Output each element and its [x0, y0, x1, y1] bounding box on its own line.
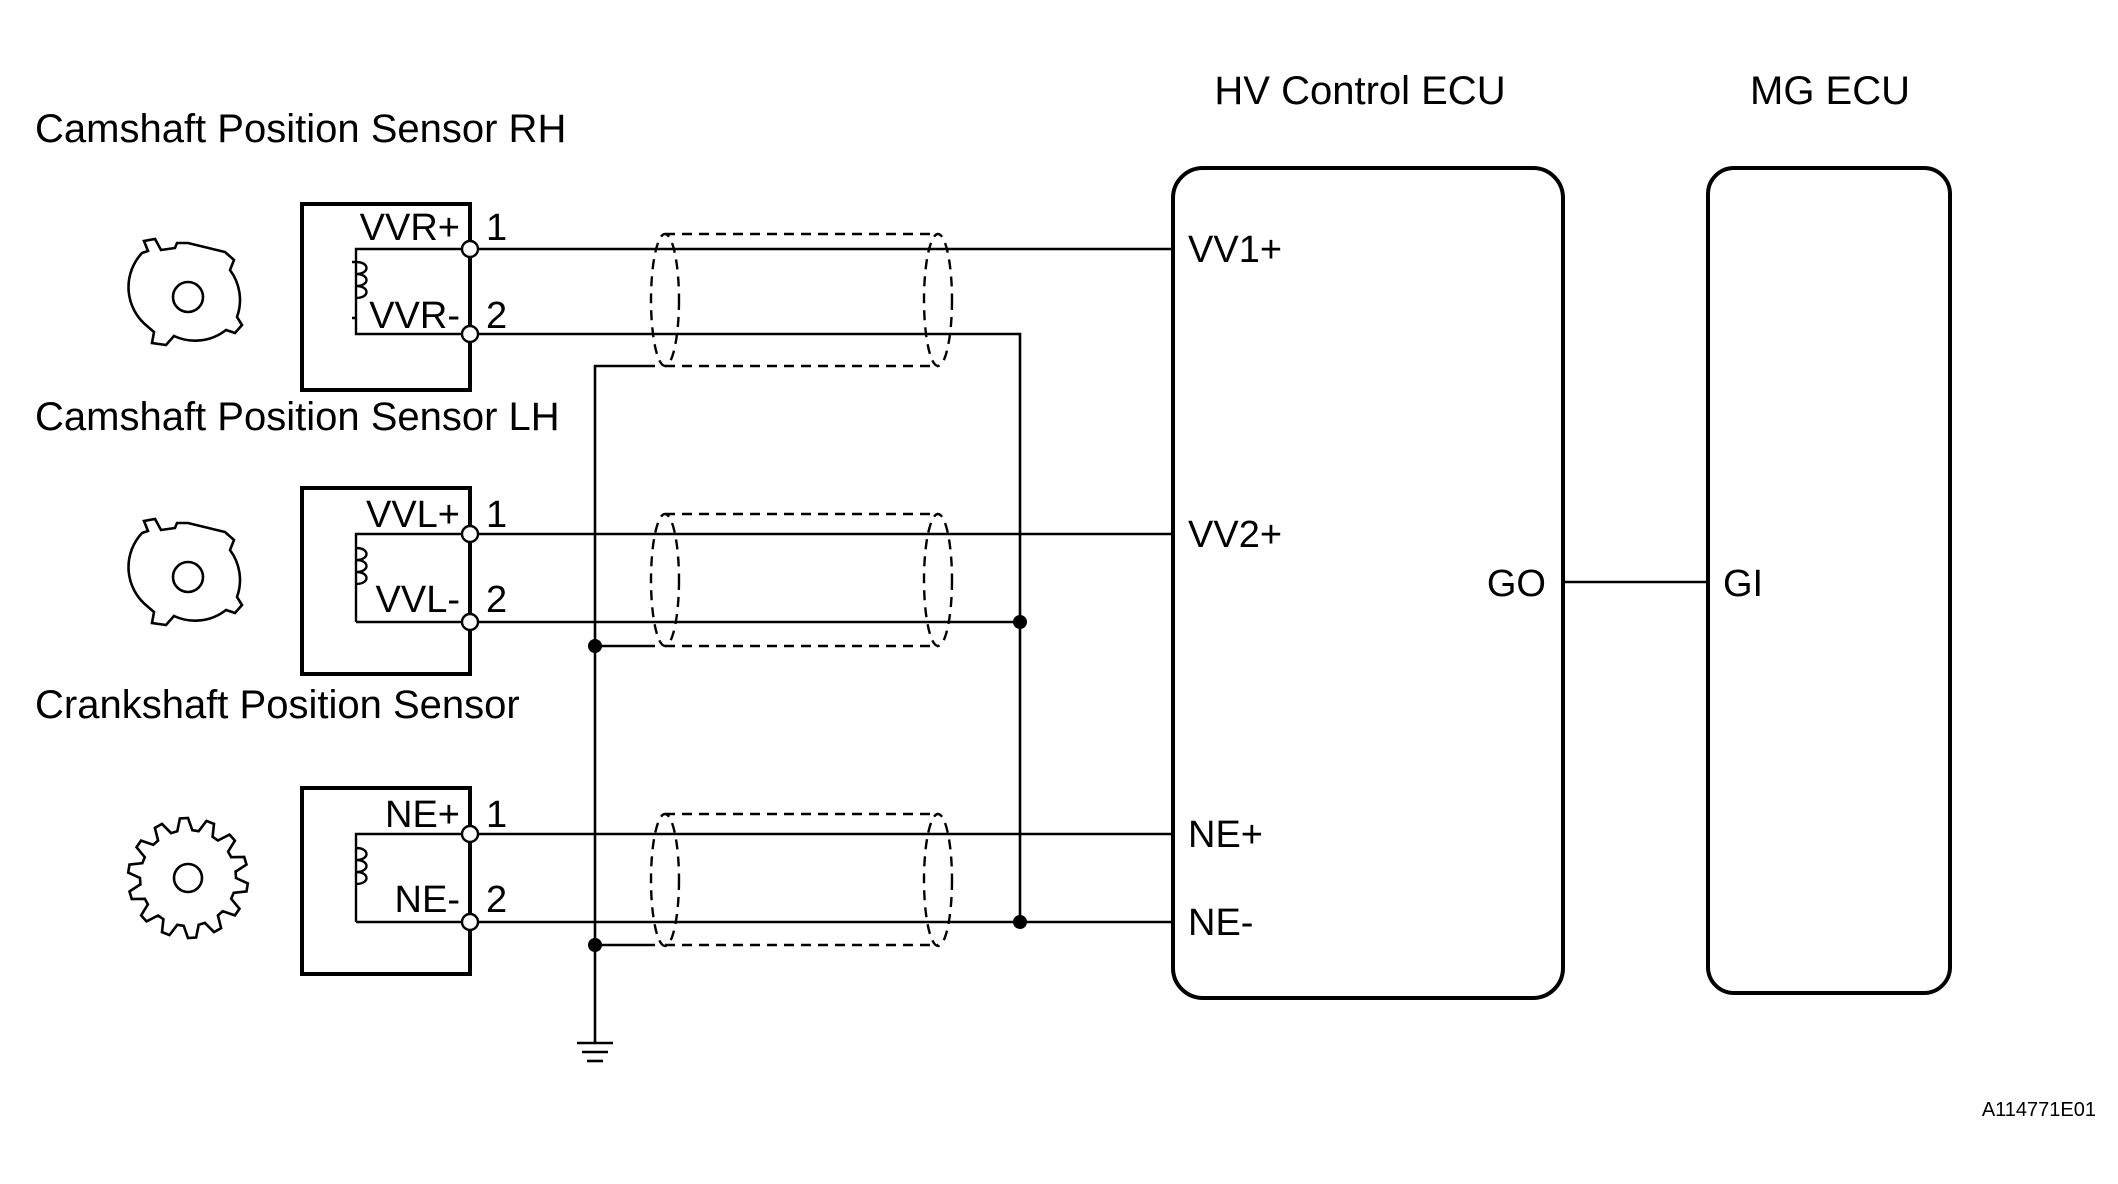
crank-pin2: 2	[486, 879, 507, 921]
cam-lh-sensor-box	[300, 486, 472, 676]
cam-lh-pin2: 2	[486, 579, 507, 621]
cam-rh-title: Camshaft Position Sensor RH	[35, 107, 566, 151]
ground-icon	[577, 1041, 613, 1063]
cam-lh-pin1: 1	[486, 494, 507, 536]
camshaft-rotor-icon	[127, 517, 244, 627]
crankshaft-gear-icon	[126, 816, 250, 940]
terminal-circle	[460, 524, 480, 544]
shield-drain-wire	[593, 364, 655, 1043]
hv-pin-vv1-plus: VV1+	[1188, 229, 1282, 271]
terminal-circle	[460, 324, 480, 344]
coil-return-lead	[354, 318, 470, 336]
terminal-circle	[460, 612, 480, 632]
crank-pos-label: NE+	[385, 794, 460, 836]
terminal-circle	[460, 912, 480, 932]
terminal-circle	[460, 239, 480, 259]
mg-ecu-box	[1706, 166, 1952, 995]
pickup-coil-icon	[354, 532, 470, 624]
crank-shield	[649, 812, 954, 948]
crank-pin1: 1	[486, 794, 507, 836]
crank-title: Crankshaft Position Sensor	[35, 683, 520, 727]
cam-rh-pin1: 1	[486, 207, 507, 249]
junction-dot	[1013, 615, 1027, 629]
camshaft-rotor-icon	[127, 237, 244, 347]
pickup-coil-icon	[352, 247, 470, 320]
junction-dot	[1013, 915, 1027, 929]
cam-lh-shield	[649, 512, 954, 648]
cam-rh-sensor-box	[300, 202, 472, 392]
cam-lh-pos-label: VVL+	[366, 494, 460, 536]
pickup-coil-icon	[354, 832, 470, 924]
hv-pin-ne-minus: NE-	[1188, 902, 1253, 944]
hv-pin-ne-plus: NE+	[1188, 814, 1263, 856]
hv-pin-vv2-plus: VV2+	[1188, 514, 1282, 556]
mg-pin-gi: GI	[1723, 563, 1763, 605]
junction-dot	[588, 938, 602, 952]
terminal-circle	[460, 824, 480, 844]
crank-sensor-box	[300, 786, 472, 976]
diagram-code: A114771E01	[1982, 1099, 2096, 1121]
junction-dot	[588, 639, 602, 653]
cam-rh-pin2: 2	[486, 295, 507, 337]
cam-rh-shield	[649, 232, 954, 368]
cam-rh-neg-label: VVR-	[369, 295, 460, 337]
crank-neg-label: NE-	[395, 879, 460, 921]
cam-rh-pos-label: VVR+	[360, 207, 460, 249]
mg-ecu-title: MG ECU	[1750, 69, 1910, 113]
hv-pin-go: GO	[1487, 563, 1546, 605]
cam-lh-neg-label: VVL-	[376, 579, 460, 621]
cam-lh-title: Camshaft Position Sensor LH	[35, 395, 560, 439]
hv-control-ecu-title: HV Control ECU	[1214, 69, 1505, 113]
